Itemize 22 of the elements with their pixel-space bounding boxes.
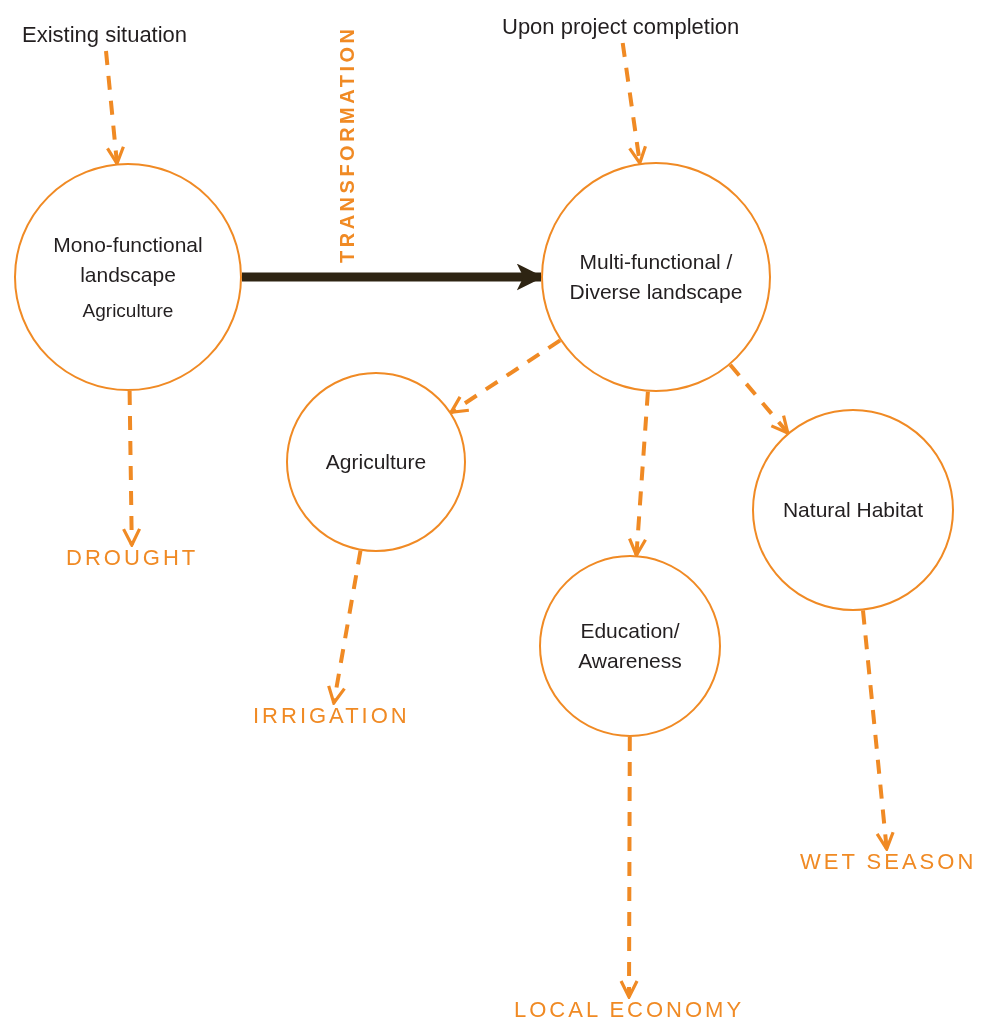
- dashed-arrow: [861, 610, 895, 851]
- node-label: Multi-functional / Diverse landscape: [568, 248, 744, 305]
- dashed-arrow: [728, 363, 790, 435]
- node-label: Education/ Awareness: [577, 617, 683, 674]
- node-label: Natural Habitat: [782, 496, 924, 523]
- dashed-arrow: [104, 50, 125, 166]
- dashed-arrow: [121, 390, 142, 547]
- dashed-arrow: [620, 42, 648, 165]
- node-label: Mono-functional landscape: [52, 231, 204, 289]
- stage-heading: Upon project completion: [502, 12, 740, 43]
- stage-heading: Existing situation: [22, 20, 188, 51]
- dashed-arrow: [627, 391, 650, 557]
- node-label: Agriculture: [325, 448, 427, 475]
- outcome-label: IRRIGATION: [253, 703, 410, 729]
- edge-label: TRANSFORMATION: [335, 25, 359, 263]
- outcome-label: DROUGHT: [66, 545, 199, 571]
- node-sublabel: Agriculture: [82, 298, 174, 323]
- outcome-label: WET SEASON: [800, 849, 977, 875]
- outcome-label: LOCAL ECONOMY: [514, 997, 745, 1023]
- dashed-arrow: [619, 737, 639, 999]
- dashed-arrow: [449, 338, 562, 415]
- dashed-arrow: [327, 550, 363, 705]
